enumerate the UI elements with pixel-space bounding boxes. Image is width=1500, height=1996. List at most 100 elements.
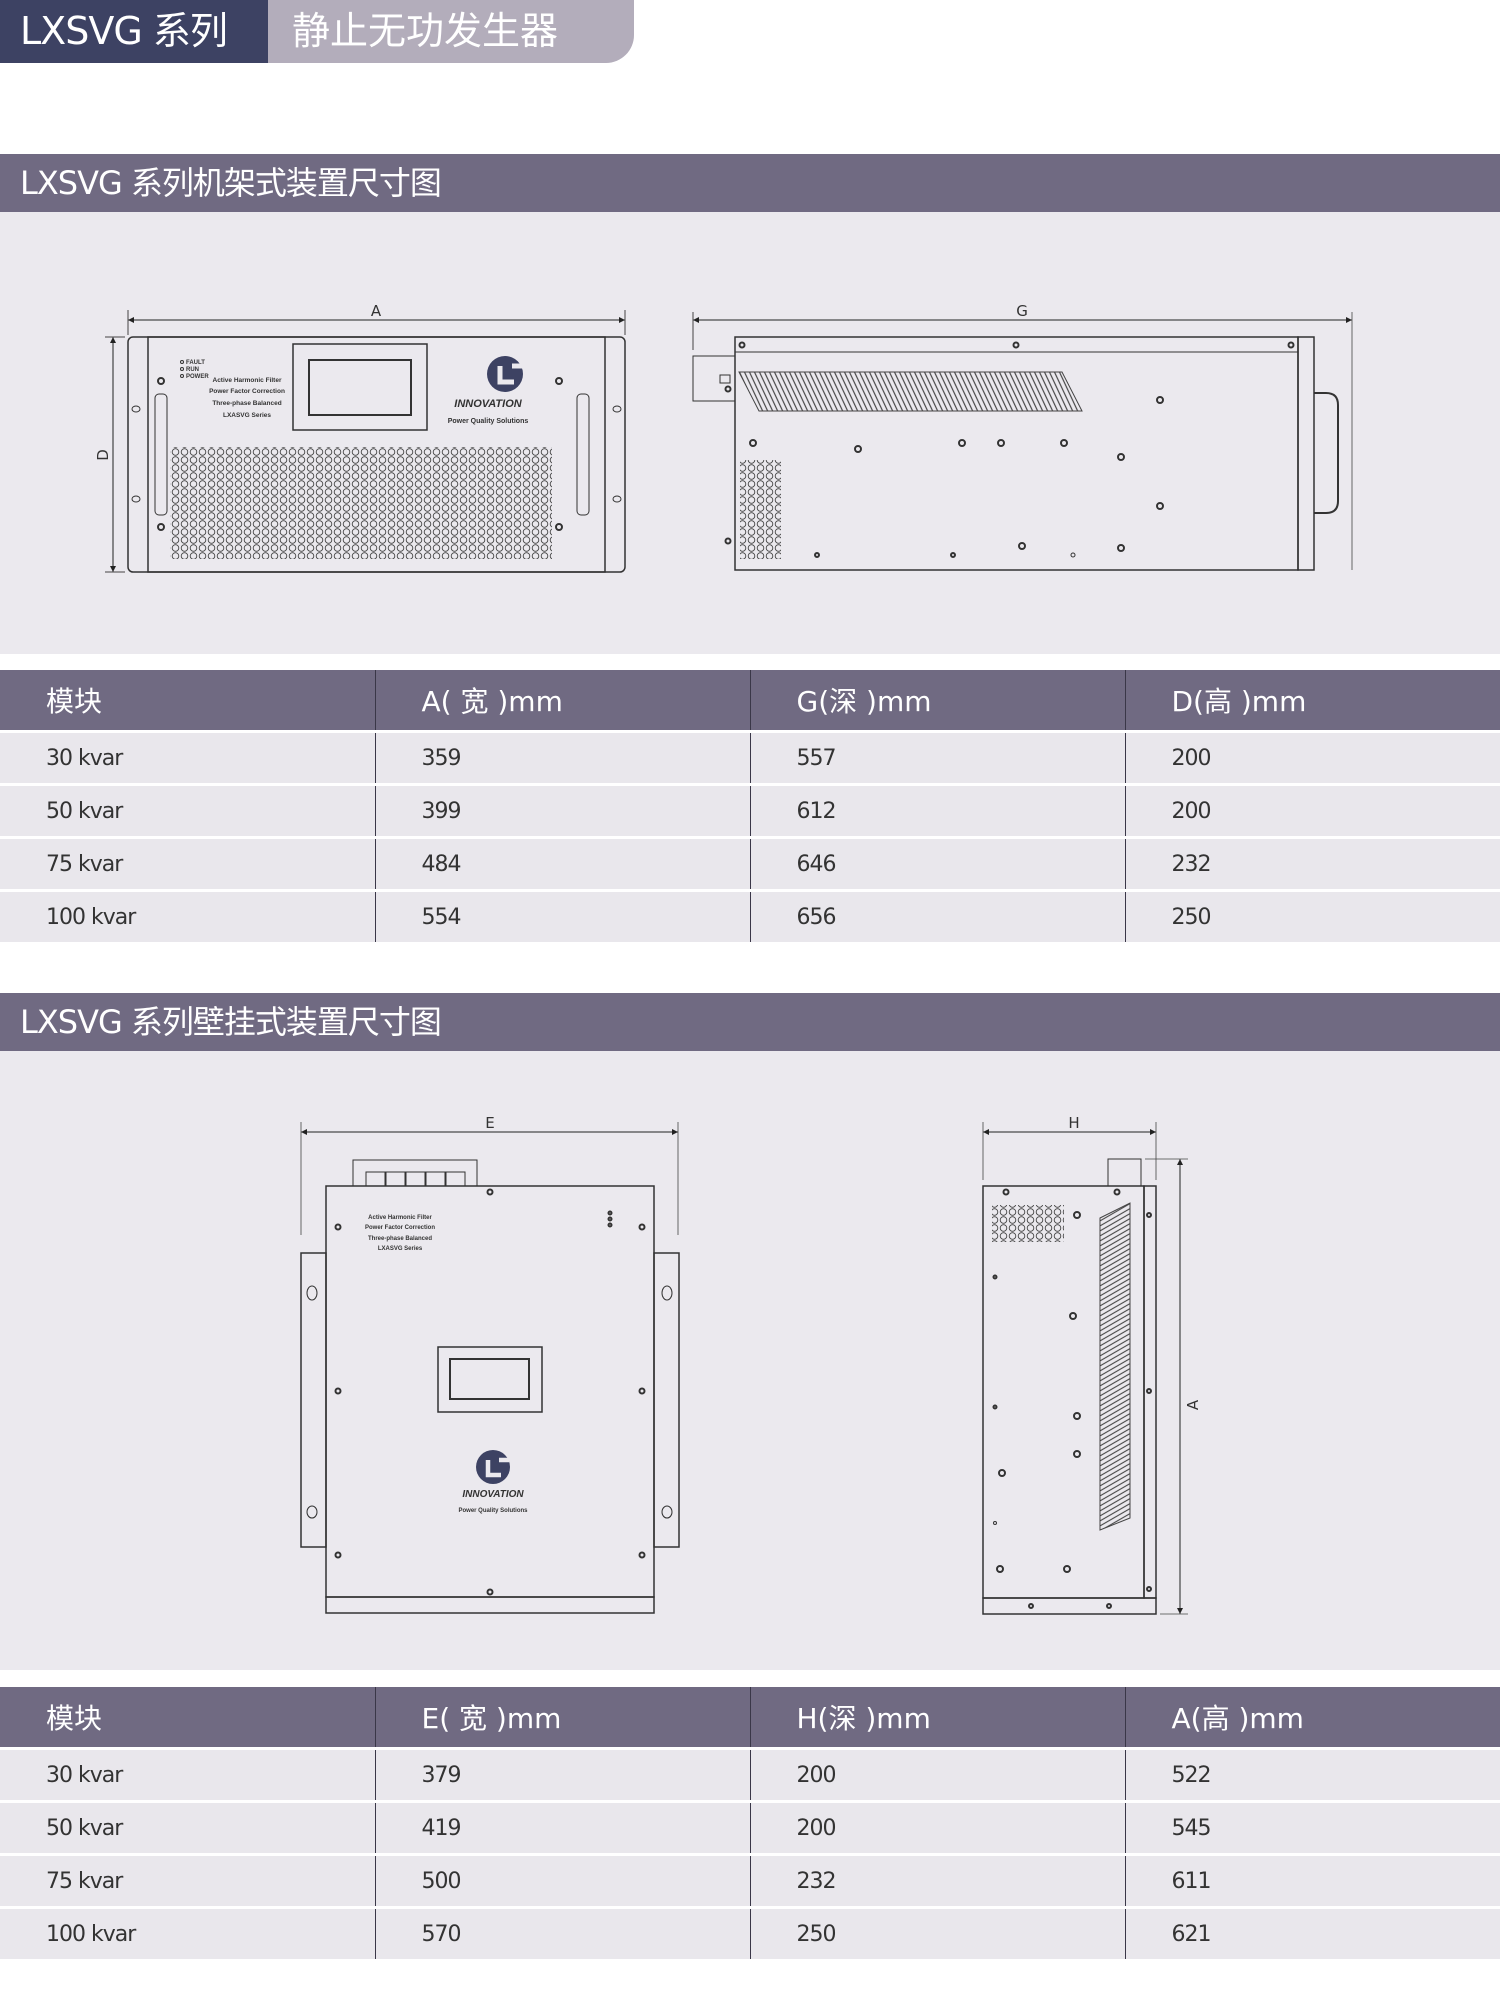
table-cell: 612 bbox=[749, 783, 1125, 838]
table-header-row: 模块 A( 宽 )mm G(深 )mm D(高 )mm bbox=[0, 670, 1500, 732]
table-cell: 554 bbox=[374, 889, 750, 942]
innovation-logo-icon bbox=[487, 356, 523, 392]
dimension-g-label: G bbox=[1016, 302, 1028, 320]
wall-drawings: E Active Harmonic Filter Power Factor Co… bbox=[300, 1114, 1202, 1615]
table-cell: 75 kvar bbox=[0, 836, 375, 891]
side-grille bbox=[740, 460, 781, 559]
table-cell: 399 bbox=[374, 783, 750, 838]
table-cell: 522 bbox=[1124, 1747, 1500, 1802]
table-cell: 200 bbox=[1124, 783, 1500, 838]
table-cell: 30 kvar bbox=[0, 730, 375, 785]
table-cell: 100 kvar bbox=[0, 1906, 375, 1959]
innovation-logo-icon bbox=[476, 1450, 510, 1484]
brand-name: INNOVATION bbox=[462, 1489, 524, 1500]
side-vent bbox=[1099, 1202, 1131, 1531]
svg-text:LXASVG Series: LXASVG Series bbox=[223, 412, 271, 419]
table-cell: 100 kvar bbox=[0, 889, 375, 942]
table-cell: 30 kvar bbox=[0, 1747, 375, 1802]
svg-text:LXASVG Series: LXASVG Series bbox=[378, 1246, 423, 1252]
column-header: G(深 )mm bbox=[749, 670, 1125, 732]
svg-text:Power Factor Correction: Power Factor Correction bbox=[209, 388, 285, 395]
column-header: A( 宽 )mm bbox=[374, 670, 750, 732]
table-cell: 75 kvar bbox=[0, 1853, 375, 1908]
table-cell: 200 bbox=[749, 1800, 1125, 1855]
svg-text:Active Harmonic Filter: Active Harmonic Filter bbox=[368, 1215, 432, 1221]
dimension-d-label: D bbox=[94, 449, 112, 461]
dimension-h-label: H bbox=[1068, 1114, 1079, 1132]
rack-section-title: LXSVG 系列机架式装置尺寸图 bbox=[0, 154, 1500, 212]
table-cell: 570 bbox=[374, 1906, 750, 1959]
display-screen bbox=[449, 1358, 530, 1400]
table-header-row: 模块 E( 宽 )mm H(深 )mm A(高 )mm bbox=[0, 1687, 1500, 1749]
rack-front-view: A D FAULT RUN POWER Active Harmonic Filt… bbox=[94, 302, 626, 573]
rack-side-view: G bbox=[692, 302, 1353, 571]
svg-text:POWER: POWER bbox=[186, 374, 209, 380]
svg-text:FAULT: FAULT bbox=[186, 360, 205, 366]
svg-text:Three-phase Balanced: Three-phase Balanced bbox=[368, 1236, 432, 1242]
table-cell: 484 bbox=[374, 836, 750, 891]
table-cell: 232 bbox=[1124, 836, 1500, 891]
dimension-e-label: E bbox=[485, 1114, 494, 1132]
column-header: 模块 bbox=[0, 1687, 375, 1749]
table-cell: 50 kvar bbox=[0, 1800, 375, 1855]
wall-front-view: E Active Harmonic Filter Power Factor Co… bbox=[300, 1114, 680, 1614]
table-cell: 250 bbox=[749, 1906, 1125, 1959]
column-header: D(高 )mm bbox=[1124, 670, 1500, 732]
product-title: 静止无功发生器 bbox=[268, 0, 634, 63]
terminal-block bbox=[352, 1159, 478, 1186]
brand-tagline: Power Quality Solutions bbox=[448, 418, 529, 425]
front-vent-grille bbox=[170, 447, 552, 559]
table-cell: 646 bbox=[749, 836, 1125, 891]
table-cell: 250 bbox=[1124, 889, 1500, 942]
column-header: H(深 )mm bbox=[749, 1687, 1125, 1749]
right-mount-bracket bbox=[653, 1252, 680, 1548]
table-cell: 232 bbox=[749, 1853, 1125, 1908]
table-cell: 557 bbox=[749, 730, 1125, 785]
svg-text:RUN: RUN bbox=[186, 367, 199, 373]
series-tag: LXSVG 系列 bbox=[0, 0, 268, 63]
wall-drawing-panel: E Active Harmonic Filter Power Factor Co… bbox=[0, 1051, 1500, 1670]
table-cell: 200 bbox=[749, 1747, 1125, 1802]
display-bezel bbox=[292, 343, 428, 431]
left-handle bbox=[154, 393, 168, 516]
table-cell: 379 bbox=[374, 1747, 750, 1802]
display-screen bbox=[308, 359, 412, 416]
svg-text:Three-phase Balanced: Three-phase Balanced bbox=[212, 400, 281, 407]
svg-text:Active Harmonic Filter: Active Harmonic Filter bbox=[213, 377, 282, 384]
rack-drawing-panel: A D FAULT RUN POWER Active Harmonic Filt… bbox=[0, 212, 1500, 654]
column-header: A(高 )mm bbox=[1124, 1687, 1500, 1749]
column-header: E( 宽 )mm bbox=[374, 1687, 750, 1749]
rack-drawings: A D FAULT RUN POWER Active Harmonic Filt… bbox=[94, 302, 1353, 573]
table-cell: 500 bbox=[374, 1853, 750, 1908]
table-cell: 656 bbox=[749, 889, 1125, 942]
wall-side-view: H A bbox=[982, 1114, 1202, 1615]
side-grille bbox=[992, 1205, 1064, 1242]
right-handle bbox=[576, 393, 590, 516]
display-bezel bbox=[437, 1346, 543, 1413]
table-cell: 50 kvar bbox=[0, 783, 375, 838]
brand-tagline: Power Quality Solutions bbox=[458, 1508, 528, 1514]
table-cell: 200 bbox=[1124, 730, 1500, 785]
panel-label-text: Active Harmonic Filter Power Factor Corr… bbox=[365, 1215, 435, 1252]
dimension-a-label: A bbox=[371, 302, 382, 320]
panel-label-text: Active Harmonic Filter Power Factor Corr… bbox=[209, 377, 285, 419]
left-mount-bracket bbox=[300, 1252, 327, 1548]
table-cell: 611 bbox=[1124, 1853, 1500, 1908]
column-header: 模块 bbox=[0, 670, 375, 732]
table-cell: 545 bbox=[1124, 1800, 1500, 1855]
svg-text:Power Factor Correction: Power Factor Correction bbox=[365, 1225, 435, 1231]
table-cell: 621 bbox=[1124, 1906, 1500, 1959]
table-cell: 359 bbox=[374, 730, 750, 785]
side-handle bbox=[1314, 392, 1339, 514]
wall-section-title: LXSVG 系列壁挂式装置尺寸图 bbox=[0, 993, 1500, 1051]
